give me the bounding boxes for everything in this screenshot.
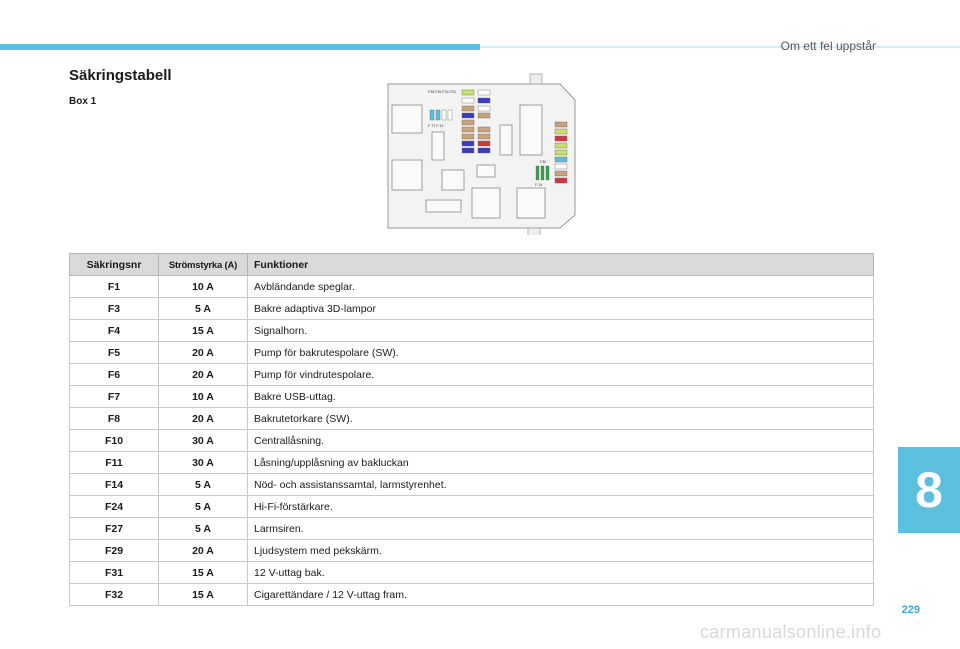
amperage-cell: 15 A (158, 583, 248, 606)
header-fuse-number: Säkringsnr (69, 253, 159, 276)
header-divider (480, 46, 960, 48)
function-cell: Hi-Fi-förstärkare. (247, 495, 874, 518)
diagram-label-top: F36 F35 F34 F33 (428, 90, 456, 94)
function-cell: Centrallåsning. (247, 429, 874, 452)
fuse-number-cell: F6 (69, 363, 159, 386)
header-amperage: Strömstyrka (A) (158, 253, 248, 276)
amperage-cell: 5 A (158, 473, 248, 496)
header-accent-bar (0, 44, 480, 50)
fuse-number-cell: F14 (69, 473, 159, 496)
fuse-number-cell: F31 (69, 561, 159, 584)
fuse-number-cell: F7 (69, 385, 159, 408)
diagram-label-right-a: F30 (540, 160, 546, 164)
table-header-row: Säkringsnr Strömstyrka (A) Funktioner (69, 253, 874, 276)
diagram-label-right-b: F 14 (535, 183, 542, 187)
amperage-cell: 5 A (158, 517, 248, 540)
diagram-label-mid: F 77 F 31 (428, 124, 443, 128)
amperage-cell: 20 A (158, 341, 248, 364)
function-cell: Larmsiren. (247, 517, 874, 540)
function-cell: Pump för bakrutespolare (SW). (247, 341, 874, 364)
fuse-number-cell: F3 (69, 297, 159, 320)
function-cell: Bakre USB-uttag. (247, 385, 874, 408)
function-cell: Signalhorn. (247, 319, 874, 342)
amperage-cell: 10 A (158, 385, 248, 408)
fuse-number-cell: F24 (69, 495, 159, 518)
fuse-number-cell: F29 (69, 539, 159, 562)
function-cell: Ljudsystem med pekskärm. (247, 539, 874, 562)
fuse-table: Säkringsnr Strömstyrka (A) Funktioner F1… (69, 253, 874, 606)
fuse-number-cell: F8 (69, 407, 159, 430)
page-number: 229 (901, 604, 920, 616)
function-cell: 12 V-uttag bak. (247, 561, 874, 584)
amperage-cell: 15 A (158, 561, 248, 584)
function-cell: Avbländande speglar. (247, 275, 874, 298)
box-label: Box 1 (69, 96, 97, 107)
fuse-number-cell: F1 (69, 275, 159, 298)
section-title: Säkringstabell (69, 67, 172, 84)
watermark: carmanualsonline.info (700, 622, 882, 642)
amperage-cell: 20 A (158, 539, 248, 562)
amperage-cell: 5 A (158, 297, 248, 320)
fuse-box-diagram: F36 F35 F34 F33 F 77 F 31 F30 F 14 (387, 73, 576, 235)
amperage-cell: 20 A (158, 363, 248, 386)
fuse-number-cell: F27 (69, 517, 159, 540)
function-cell: Cigarettändare / 12 V-uttag fram. (247, 583, 874, 606)
amperage-cell: 30 A (158, 429, 248, 452)
fuse-number-cell: F11 (69, 451, 159, 474)
amperage-cell: 20 A (158, 407, 248, 430)
amperage-cell: 30 A (158, 451, 248, 474)
fuse-number-cell: F32 (69, 583, 159, 606)
chapter-title: Om ett fel uppstår (780, 39, 876, 53)
amperage-cell: 10 A (158, 275, 248, 298)
fuse-number-cell: F10 (69, 429, 159, 452)
fuse-number-cell: F5 (69, 341, 159, 364)
amperage-cell: 15 A (158, 319, 248, 342)
function-cell: Pump för vindrutespolare. (247, 363, 874, 386)
chapter-tab: 8 (898, 447, 960, 533)
function-cell: Bakre adaptiva 3D-lampor (247, 297, 874, 320)
header-functions: Funktioner (247, 253, 874, 276)
amperage-cell: 5 A (158, 495, 248, 518)
fuse-number-cell: F4 (69, 319, 159, 342)
function-cell: Bakrutetorkare (SW). (247, 407, 874, 430)
function-cell: Låsning/upplåsning av bakluckan (247, 451, 874, 474)
function-cell: Nöd- och assistanssamtal, larmstyrenhet. (247, 473, 874, 496)
